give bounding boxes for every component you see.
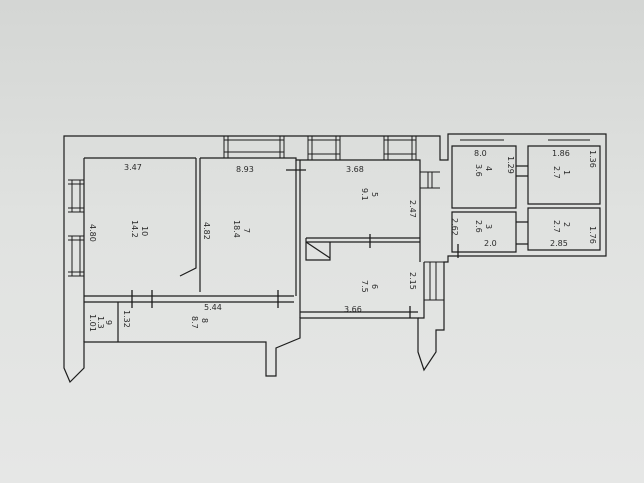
- room-area: 2.6: [474, 220, 483, 233]
- room-number: 6: [370, 284, 379, 289]
- room-area: 9.1: [360, 188, 369, 201]
- dim-label: 2.62: [450, 218, 459, 236]
- room-number: 3: [484, 224, 493, 229]
- window-left-top: [68, 179, 84, 213]
- dim-label: 3.66: [344, 305, 362, 314]
- dim-label: 2.47: [408, 200, 417, 218]
- dim-label: 1.36: [588, 150, 597, 168]
- dim-label: 2.15: [408, 272, 417, 290]
- room-number: 2: [562, 222, 571, 227]
- dim-label: 1.76: [588, 226, 597, 244]
- dim-label: 8.0: [474, 149, 487, 158]
- room-area: 14.2: [130, 220, 139, 238]
- window-top-1: [223, 136, 285, 158]
- room-area: 18.4: [232, 220, 241, 238]
- room-number: 5: [370, 192, 379, 197]
- window-left-bottom: [68, 235, 84, 277]
- outer-wall-main: [63, 133, 607, 384]
- room-area: 8.7: [190, 316, 199, 329]
- dim-label: 4.80: [88, 224, 97, 242]
- dim-label: 1.01: [88, 314, 97, 332]
- room-number: 10: [140, 226, 149, 236]
- dim-label: 8.93: [236, 165, 254, 174]
- window-block-bottom: [548, 249, 600, 257]
- dim-label: 1.29: [506, 156, 515, 174]
- room-number: 7: [242, 228, 251, 233]
- dim-label: 2.0: [484, 239, 497, 248]
- room-number: 4: [484, 166, 493, 171]
- room-number: 9: [104, 320, 113, 325]
- window-right-1: [420, 171, 440, 189]
- window-top-2: [307, 136, 341, 160]
- dim-label: 5.44: [204, 303, 222, 312]
- room-number: 8: [200, 318, 209, 323]
- dim-label: 1.32: [122, 310, 131, 328]
- room-area: 2.7: [552, 166, 561, 179]
- window-top-3: [383, 136, 417, 160]
- corridor-walls: [84, 295, 294, 342]
- room-area: 3.6: [474, 164, 483, 177]
- room-number: 1: [562, 170, 571, 175]
- partition-5-6: [306, 237, 420, 243]
- right-block-walls: [451, 145, 601, 253]
- dim-label: 3.47: [124, 163, 142, 172]
- dim-label: 2.85: [550, 239, 568, 248]
- partition-10-7: [179, 158, 201, 292]
- room-area: 2.7: [552, 220, 561, 233]
- dim-label: 3.68: [346, 165, 364, 174]
- dim-label: 1.86: [552, 149, 570, 158]
- room-area: 7.5: [360, 280, 369, 293]
- room-area: 1.3: [96, 316, 105, 329]
- window-right-2: [424, 261, 444, 301]
- dim-label: 4.82: [202, 222, 211, 240]
- window-block-top: [460, 133, 590, 141]
